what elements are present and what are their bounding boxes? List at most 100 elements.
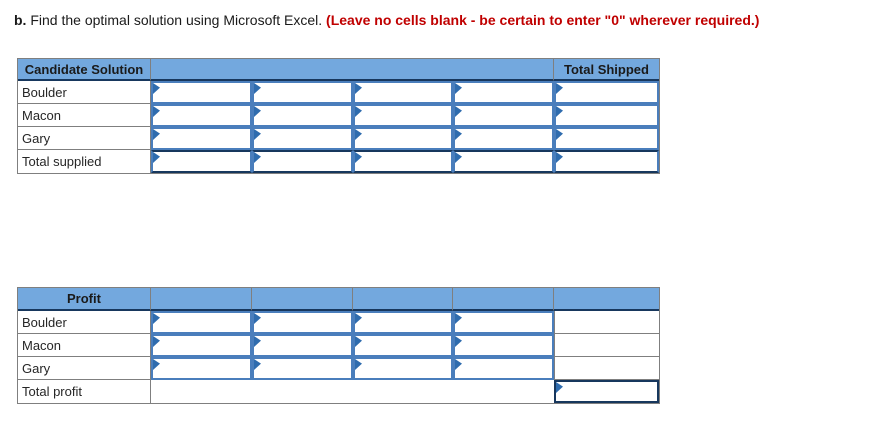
profit-column-header-1 [151, 288, 252, 311]
input-marker-icon [254, 106, 261, 117]
shipment-macon-col5-input[interactable] [556, 106, 657, 125]
shipment-total-supplied-col5-cell[interactable] [554, 150, 659, 173]
total-profit-input[interactable] [556, 382, 657, 401]
shipment-gary-col4-cell[interactable] [453, 127, 554, 150]
shipment-total-supplied-col1-cell[interactable] [151, 150, 252, 173]
shipment-total-supplied-col4-cell[interactable] [453, 150, 554, 173]
shipment-boulder-col4-cell[interactable] [453, 81, 554, 104]
shipment-macon-col1-cell[interactable] [151, 104, 252, 127]
shipment-macon-col2-input[interactable] [254, 106, 351, 125]
shipment-macon-col3-cell[interactable] [353, 104, 453, 127]
shipment-total-supplied-col5-input[interactable] [556, 152, 657, 171]
input-marker-icon [153, 313, 160, 324]
profit-column-header-5 [554, 288, 659, 311]
input-marker-icon [556, 106, 563, 117]
row-label-macon: Macon [18, 334, 151, 357]
profit-macon-col4-input[interactable] [455, 336, 552, 355]
row-label-boulder: Boulder [18, 81, 151, 104]
shipment-gary-col4-input[interactable] [455, 129, 552, 148]
shipment-boulder-col1-input[interactable] [153, 83, 250, 102]
total-profit-cell[interactable] [554, 380, 659, 403]
input-marker-icon [153, 129, 160, 140]
shipment-total-supplied-col2-input[interactable] [254, 152, 351, 171]
shipment-gary-col5-input[interactable] [556, 129, 657, 148]
shipment-boulder-col3-cell[interactable] [353, 81, 453, 104]
shipment-macon-col4-cell[interactable] [453, 104, 554, 127]
problem-warning: (Leave no cells blank - be certain to en… [326, 12, 760, 28]
candidate-solution-table: Candidate Solution Total Shipped Boulder… [17, 58, 660, 174]
profit-gary-col4-input[interactable] [455, 359, 552, 378]
input-marker-icon [455, 359, 462, 370]
row-label-gary: Gary [18, 357, 151, 380]
profit-gary-col2-cell[interactable] [252, 357, 353, 380]
profit-gary-col2-input[interactable] [254, 359, 351, 378]
shipment-macon-col5-cell[interactable] [554, 104, 659, 127]
input-marker-icon [455, 83, 462, 94]
shipment-gary-col1-cell[interactable] [151, 127, 252, 150]
shipment-gary-col2-input[interactable] [254, 129, 351, 148]
shipment-boulder-col2-input[interactable] [254, 83, 351, 102]
input-marker-icon [254, 336, 261, 347]
input-marker-icon [254, 129, 261, 140]
shipment-gary-col3-input[interactable] [355, 129, 451, 148]
shipment-macon-col3-input[interactable] [355, 106, 451, 125]
total-profit-empty-span [151, 380, 554, 403]
shipment-gary-col1-input[interactable] [153, 129, 250, 148]
profit-macon-col3-input[interactable] [355, 336, 451, 355]
shipment-total-supplied-col1-input[interactable] [153, 152, 250, 171]
profit-macon-col2-cell[interactable] [252, 334, 353, 357]
profit-gary-col3-input[interactable] [355, 359, 451, 378]
profit-macon-col4-cell[interactable] [453, 334, 554, 357]
shipment-total-supplied-col2-cell[interactable] [252, 150, 353, 173]
profit-static-cell-boulder [554, 311, 659, 334]
input-marker-icon [254, 359, 261, 370]
row-label-total-supplied: Total supplied [18, 150, 151, 173]
profit-boulder-col3-cell[interactable] [353, 311, 453, 334]
shipment-macon-col1-input[interactable] [153, 106, 250, 125]
profit-gary-col3-cell[interactable] [353, 357, 453, 380]
shipment-macon-col4-input[interactable] [455, 106, 552, 125]
shipment-boulder-col1-cell[interactable] [151, 81, 252, 104]
shipment-total-supplied-col3-input[interactable] [355, 152, 451, 171]
input-marker-icon [355, 129, 362, 140]
profit-macon-col1-input[interactable] [153, 336, 250, 355]
profit-boulder-col1-input[interactable] [153, 313, 250, 332]
input-marker-icon [254, 83, 261, 94]
input-marker-icon [556, 382, 563, 393]
shipment-total-supplied-col4-input[interactable] [455, 152, 552, 171]
profit-boulder-col3-input[interactable] [355, 313, 451, 332]
input-marker-icon [455, 313, 462, 324]
input-marker-icon [355, 313, 362, 324]
shipment-gary-col5-cell[interactable] [554, 127, 659, 150]
profit-boulder-col2-input[interactable] [254, 313, 351, 332]
profit-boulder-col1-cell[interactable] [151, 311, 252, 334]
shipment-gary-col3-cell[interactable] [353, 127, 453, 150]
shipment-macon-col2-cell[interactable] [252, 104, 353, 127]
profit-gary-col4-cell[interactable] [453, 357, 554, 380]
input-marker-icon [254, 152, 261, 163]
profit-static-cell-gary [554, 357, 659, 380]
profit-gary-col1-input[interactable] [153, 359, 250, 378]
profit-column-header-4 [453, 288, 554, 311]
profit-header: Profit [18, 288, 151, 311]
shipment-boulder-col4-input[interactable] [455, 83, 552, 102]
profit-static-cell-macon [554, 334, 659, 357]
profit-boulder-col4-input[interactable] [455, 313, 552, 332]
profit-boulder-col4-cell[interactable] [453, 311, 554, 334]
shipment-boulder-col5-cell[interactable] [554, 81, 659, 104]
shipment-boulder-col3-input[interactable] [355, 83, 451, 102]
shipment-boulder-col5-input[interactable] [556, 83, 657, 102]
shipment-gary-col2-cell[interactable] [252, 127, 353, 150]
input-marker-icon [355, 83, 362, 94]
shipment-boulder-col2-cell[interactable] [252, 81, 353, 104]
input-marker-icon [355, 359, 362, 370]
shipment-total-supplied-col3-cell[interactable] [353, 150, 453, 173]
input-marker-icon [254, 313, 261, 324]
profit-gary-col1-cell[interactable] [151, 357, 252, 380]
input-marker-icon [556, 152, 563, 163]
profit-macon-col3-cell[interactable] [353, 334, 453, 357]
row-label-total-profit: Total profit [18, 380, 151, 403]
profit-macon-col1-cell[interactable] [151, 334, 252, 357]
profit-boulder-col2-cell[interactable] [252, 311, 353, 334]
profit-macon-col2-input[interactable] [254, 336, 351, 355]
